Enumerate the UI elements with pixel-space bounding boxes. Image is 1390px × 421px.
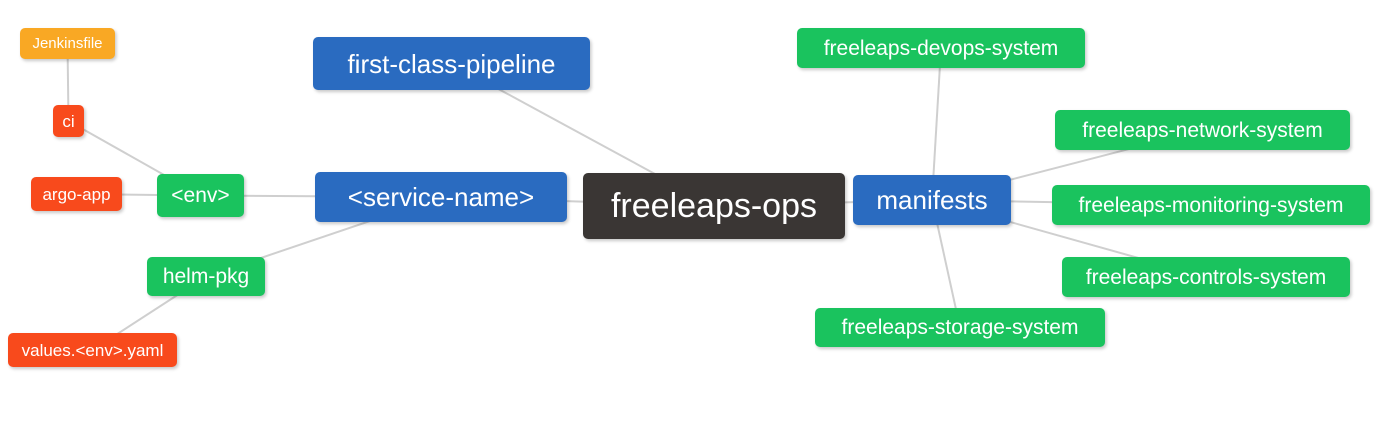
node-label: freeleaps-storage-system <box>841 316 1079 339</box>
edge-manifests--freeleaps-devops-system <box>931 47 942 201</box>
node-label: freeleaps-controls-system <box>1085 265 1327 289</box>
node-label: manifests <box>876 185 988 215</box>
node-helm-pkg[interactable]: helm-pkg <box>147 257 265 296</box>
node-first-class-pipeline[interactable]: first-class-pipeline <box>313 37 590 90</box>
node-freeleaps-controls-system[interactable]: freeleaps-controls-system <box>1062 257 1350 297</box>
node-label: argo-app <box>42 184 111 204</box>
node-freeleaps-network-system[interactable]: freeleaps-network-system <box>1055 110 1350 150</box>
node-label: helm-pkg <box>162 265 250 288</box>
node-freeleaps-storage-system[interactable]: freeleaps-storage-system <box>815 308 1105 347</box>
node-label: first-class-pipeline <box>347 48 556 79</box>
node-argo-app[interactable]: argo-app <box>31 177 122 211</box>
node-jenkinsfile[interactable]: Jenkinsfile <box>20 28 115 59</box>
node-label: freeleaps-devops-system <box>823 36 1059 60</box>
node-label: freeleaps-ops <box>610 187 817 225</box>
node-label: freeleaps-network-system <box>1082 118 1323 142</box>
node-env[interactable]: <env> <box>157 174 244 217</box>
node-label: <env> <box>171 184 230 207</box>
node-freeleaps-ops[interactable]: freeleaps-ops <box>583 173 845 239</box>
node-freeleaps-devops-system[interactable]: freeleaps-devops-system <box>797 28 1085 68</box>
node-label: Jenkinsfile <box>32 35 103 52</box>
node-label: ci <box>62 111 75 131</box>
node-ci[interactable]: ci <box>53 105 84 137</box>
node-label: freeleaps-monitoring-system <box>1078 193 1344 217</box>
node-label: values.<env>.yaml <box>21 340 164 360</box>
node-manifests[interactable]: manifests <box>853 175 1011 225</box>
node-label: <service-name> <box>347 182 535 212</box>
node-service-name[interactable]: <service-name> <box>315 172 567 222</box>
node-values-env-yaml[interactable]: values.<env>.yaml <box>8 333 177 367</box>
node-freeleaps-monitoring-system[interactable]: freeleaps-monitoring-system <box>1052 185 1370 225</box>
